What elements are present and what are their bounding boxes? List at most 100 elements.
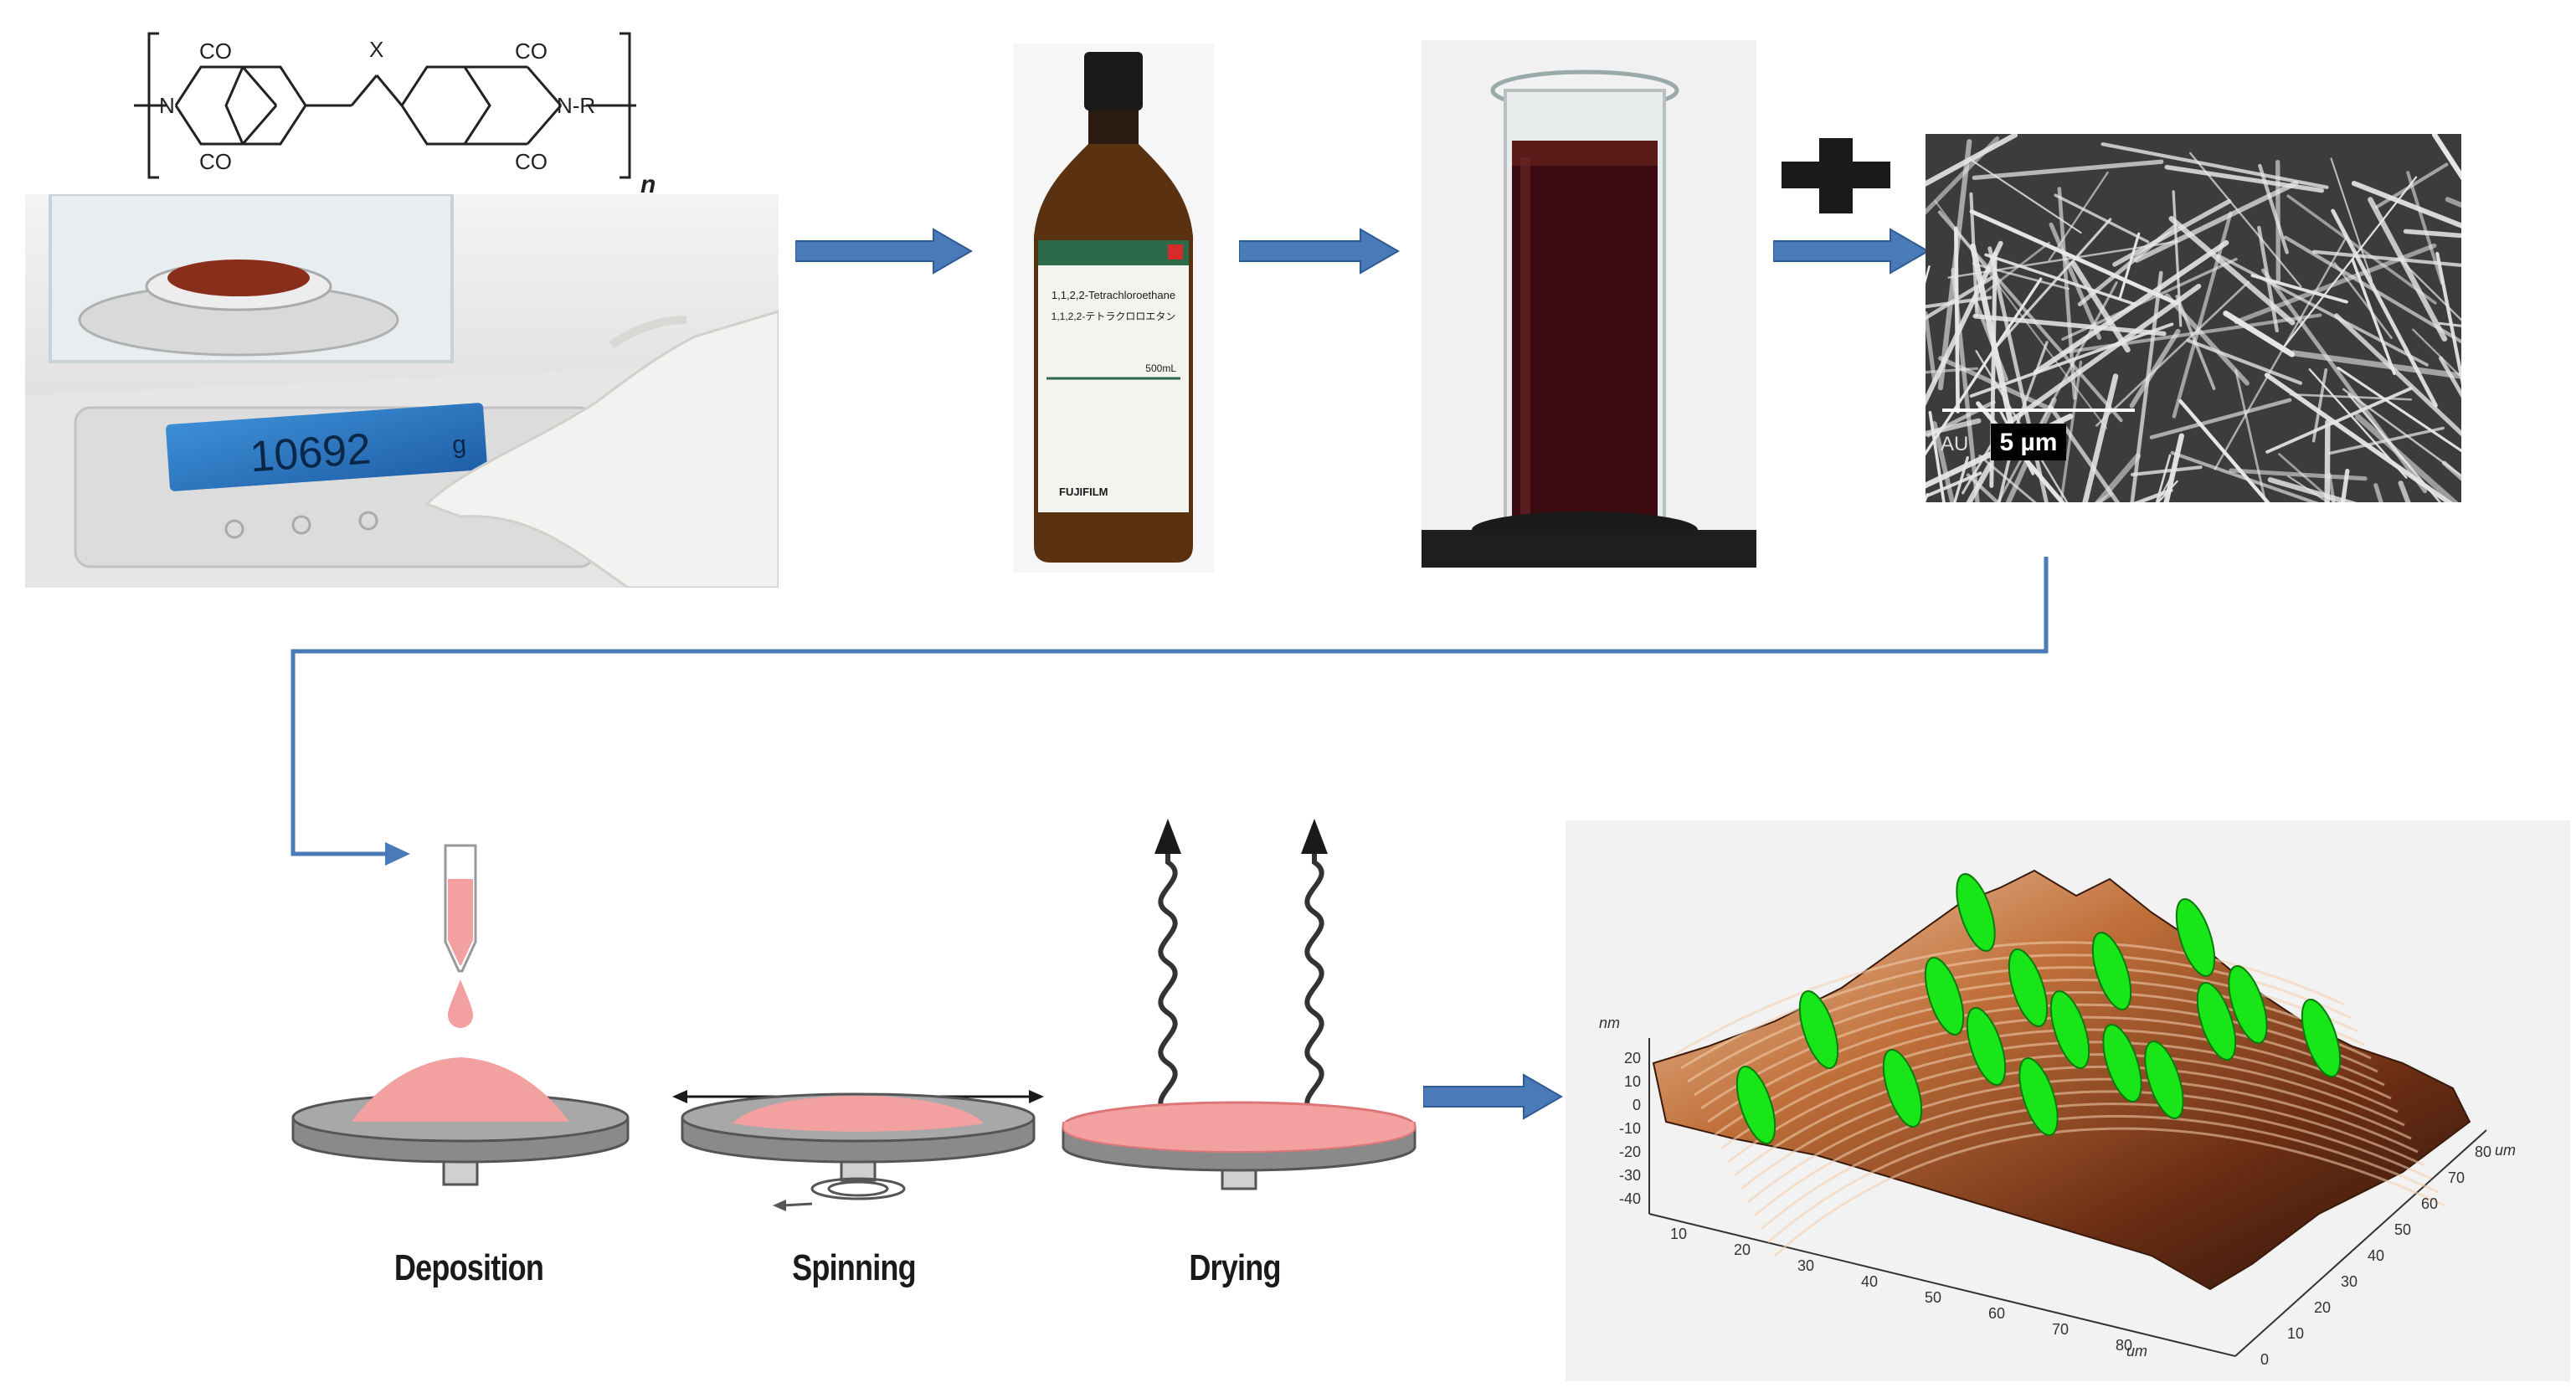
sem-nanowire-image: 5 µm AU <box>1926 134 2461 502</box>
afm-ridge <box>1707 1003 2378 1123</box>
afm-x-tick: 70 <box>2052 1321 2069 1338</box>
co-bottom-right: CO <box>515 149 548 174</box>
afm-z-tick: -10 <box>1619 1120 1641 1137</box>
bottle-label-japanese: 1,1,2,2-テトラクロロエタン <box>1051 311 1176 322</box>
afm-x-tick: 10 <box>1670 1226 1687 1242</box>
sem-nanowire <box>1926 471 1982 499</box>
sem-nanowire <box>2342 388 2461 477</box>
sem-nanowire <box>1937 210 2123 423</box>
nanowire-ellipse <box>2228 965 2268 1044</box>
sem-scale-label: 5 µm <box>2000 429 2058 456</box>
sem-nanowire <box>2070 260 2131 353</box>
sem-nanowire <box>1926 275 1994 321</box>
sem-nanowire <box>2170 450 2319 502</box>
step-label-deposition: Deposition <box>393 1247 544 1288</box>
sem-nanowire <box>2118 232 2141 301</box>
sem-nanowire <box>1926 240 2003 407</box>
sem-nanowire <box>2082 373 2119 502</box>
sem-nanowire <box>2100 141 2329 189</box>
sem-nanowire <box>2095 280 2250 427</box>
sem-nanowire <box>2265 387 2413 454</box>
afm-x-tick: 60 <box>1988 1305 2005 1322</box>
sem-nanowire <box>2131 465 2203 476</box>
co-top-right: CO <box>515 39 548 64</box>
sem-nanowire <box>2257 225 2280 333</box>
bottle-label-name: 1,1,2,2-Tetrachloroethane <box>1051 289 1175 301</box>
nanowire-ellipse <box>2196 982 2237 1061</box>
nanowire-ellipse <box>2175 898 2216 977</box>
sem-nanowire <box>1938 356 2055 413</box>
co-top-left: CO <box>199 39 232 64</box>
sem-nanowire <box>2134 180 2299 263</box>
sem-nanowire <box>2054 193 2150 244</box>
afm-z-tick: 20 <box>1624 1050 1641 1066</box>
balance-reading: 10692 <box>249 424 373 481</box>
sem-nanowire <box>1978 454 2037 502</box>
afm-y-tick: 50 <box>2394 1221 2411 1238</box>
sem-nanowire <box>2164 164 2325 193</box>
sem-nanowire <box>2234 243 2437 325</box>
sem-nanowire <box>2049 222 2102 340</box>
nanowire-ellipse <box>1882 1049 1923 1128</box>
afm-ridge <box>1761 1102 2432 1231</box>
vapor-arrow-right <box>1304 850 1324 1116</box>
sem-nanowire <box>2168 215 2296 326</box>
sem-nanowire <box>2186 338 2303 385</box>
sem-nanowire <box>2048 404 2121 502</box>
afm-y-unit: um <box>2495 1142 2516 1159</box>
nanowire-ellipse <box>2091 932 2132 1010</box>
sem-nanowire <box>2094 453 2142 502</box>
plus-sign <box>1782 138 1890 213</box>
sem-nanowire <box>1926 134 2018 187</box>
sem-nanowire <box>2347 393 2442 502</box>
afm-x-unit: um <box>2126 1343 2147 1359</box>
nanowire-ellipse <box>2102 1024 2142 1102</box>
sem-nanowire <box>1987 246 2049 502</box>
sem-nanowire <box>2439 356 2461 398</box>
sem-nanowire <box>2431 134 2461 181</box>
sem-nanowire <box>2368 197 2448 342</box>
sem-nanowire <box>2229 468 2368 481</box>
polymer-structure: CO CO X CO CO N N-R n <box>134 32 656 193</box>
sem-nanowire <box>1954 226 1960 414</box>
afm-y-tick: 70 <box>2448 1169 2465 1186</box>
sem-nanowire <box>2267 477 2357 502</box>
sem-nanowire <box>2062 313 2322 354</box>
sem-nanowire <box>2412 328 2461 379</box>
repeat-subscript: n <box>640 171 656 193</box>
nanowire-ellipse <box>1966 1007 2007 1086</box>
sem-corner-text: AU <box>1941 433 1968 455</box>
afm-y-tick: 20 <box>2314 1299 2331 1316</box>
sem-nanowire <box>2333 262 2393 339</box>
nanowire-ellipse <box>1798 990 1839 1069</box>
spinning-illustration <box>672 1090 1044 1211</box>
sem-nanowire <box>2155 454 2172 502</box>
sem-nanowire <box>2264 373 2453 502</box>
nanowire-ellipse <box>1735 1066 1776 1144</box>
sem-nanowire <box>2403 229 2461 239</box>
afm-x-tick: 40 <box>1861 1273 1878 1290</box>
sem-nanowire <box>1926 367 1979 374</box>
sem-nanowire <box>1931 421 1956 502</box>
sem-nanowire <box>2337 366 2461 453</box>
solution-cylinder-photo <box>1422 40 1756 568</box>
afm-surface-plot: 20100-10-20-30-4010203040506070800102030… <box>1566 820 2570 1381</box>
afm-ridge <box>1727 1041 2399 1164</box>
balance-unit: g <box>451 430 467 459</box>
afm-ridge <box>1734 1053 2405 1177</box>
nanowire-ellipse <box>1956 873 1996 952</box>
sem-nanowire <box>2258 163 2289 254</box>
sem-nanowire <box>2061 257 2238 341</box>
sem-nanowire <box>2334 313 2461 437</box>
vapor-arrow-left <box>1158 850 1178 1116</box>
sem-nanowire <box>2374 162 2449 209</box>
nanowire-ellipse <box>2018 1057 2059 1136</box>
x-group: X <box>369 37 383 62</box>
afm-ridge <box>1674 941 2345 1056</box>
nanowire-ellipse <box>2008 948 2049 1027</box>
afm-y-tick: 40 <box>2368 1247 2384 1264</box>
afm-ridge <box>1754 1090 2425 1217</box>
nanowire-ellipse <box>2144 1041 2184 1119</box>
sem-nanowire <box>2278 453 2336 502</box>
sem-nanowire <box>2175 295 2216 390</box>
